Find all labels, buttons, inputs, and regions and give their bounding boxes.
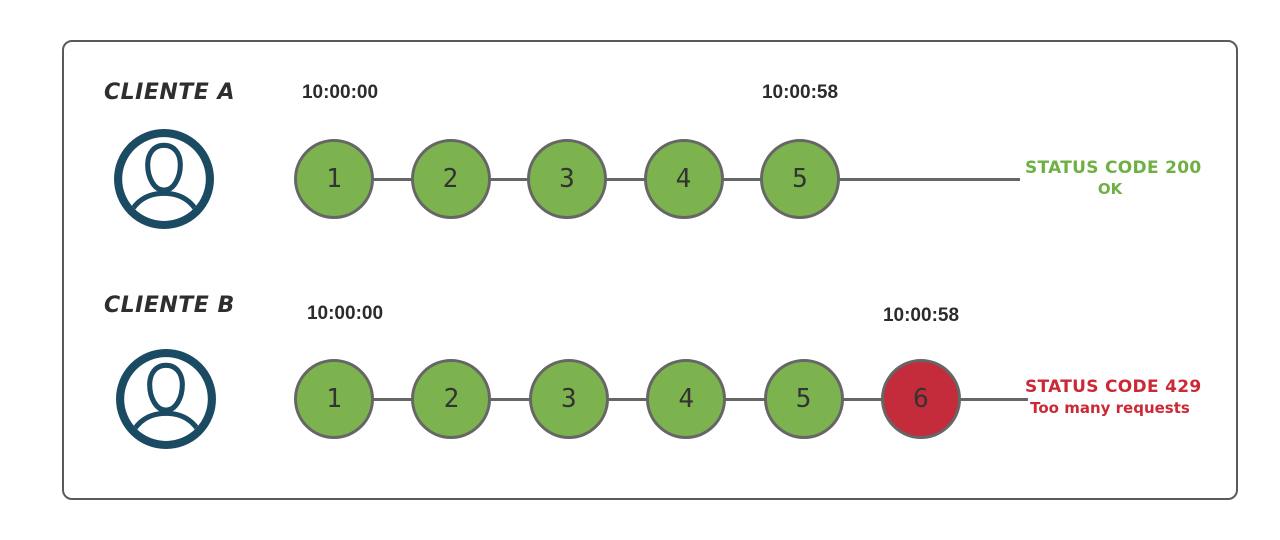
request-circle-2: 2 [411, 359, 492, 439]
request-number: 1 [326, 384, 342, 414]
status-code-200-text: STATUS CODE 200 [1025, 158, 1202, 178]
status-code-429-text: STATUS CODE 429 [1025, 377, 1202, 397]
request-circle-5: 5 [760, 139, 840, 219]
too-many-requests-text: Too many requests [1030, 399, 1190, 417]
request-number: 6 [913, 384, 929, 414]
client-b-start-time: 10:00:00 [306, 303, 384, 324]
request-circle-3: 3 [527, 139, 607, 219]
user-avatar-icon [114, 129, 214, 229]
status-ok-text: OK [1097, 180, 1123, 198]
request-number: 5 [792, 164, 808, 194]
request-number: 3 [560, 384, 577, 414]
request-number: 2 [443, 384, 460, 414]
request-circle-4: 4 [643, 139, 724, 219]
client-a-label: CLIENTE A [104, 80, 236, 105]
request-circle-5: 5 [763, 359, 844, 439]
request-number: 5 [795, 384, 812, 414]
request-circle-1: 1 [294, 139, 374, 219]
diagram-frame [62, 40, 1238, 500]
client-a-status: STATUS CODE 200 OK [1025, 158, 1202, 200]
request-number: 1 [326, 164, 342, 194]
client-a-start-time: 10:00:00 [301, 82, 379, 103]
request-circle-2: 2 [410, 139, 491, 219]
request-number: 3 [559, 164, 575, 194]
request-circle-3: 3 [528, 359, 609, 439]
user-avatar-icon [116, 349, 216, 449]
client-b-label: CLIENTE B [104, 293, 235, 318]
client-a-end-time: 10:00:58 [761, 82, 839, 103]
request-number: 4 [678, 384, 695, 414]
client-b-end-time: 10:00:58 [882, 305, 960, 326]
request-circle-4: 4 [646, 359, 727, 439]
request-number: 4 [675, 164, 692, 194]
request-number: 2 [442, 164, 459, 194]
client-b-status: STATUS CODE 429 Too many requests [1025, 377, 1202, 419]
request-circle-1: 1 [294, 359, 374, 439]
request-circle-6: 6 [881, 359, 961, 439]
